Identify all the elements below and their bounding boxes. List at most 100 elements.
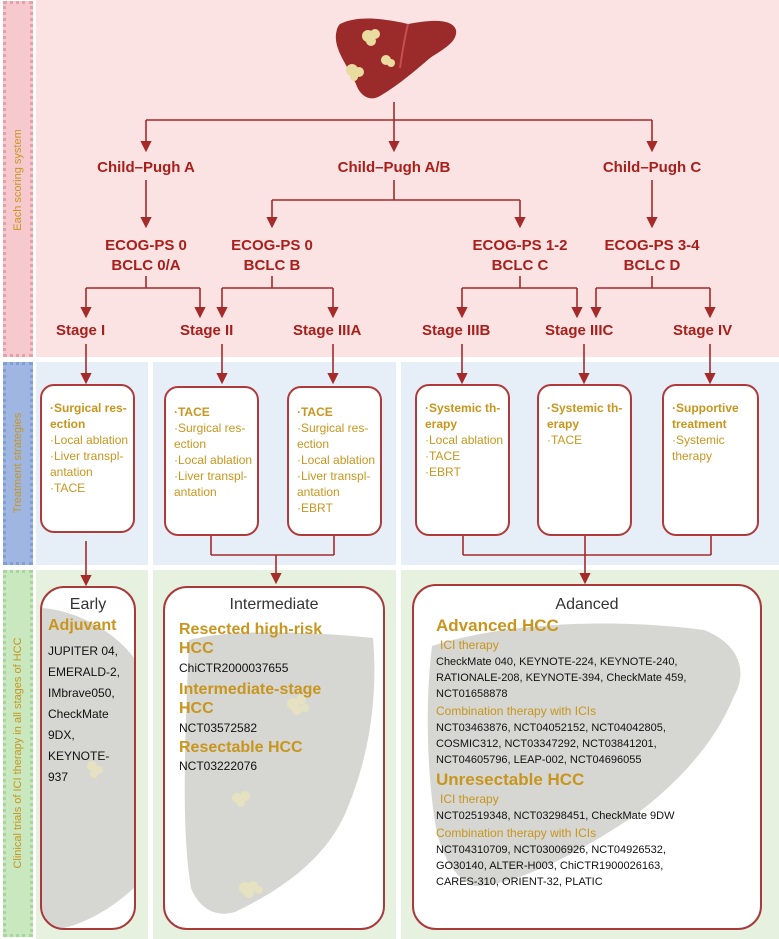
treatment-2-line-3: ection [174,437,207,451]
early-liver-shape [42,608,134,928]
advanced-line-4-3: CARES-310, ORIENT-32, PLATIC [436,876,603,888]
child-pugh-ab: Child–Pugh A/B [337,159,451,176]
intermediate-heading-2b: HCC [179,700,214,717]
treatment-3-line-4: ·Local ablation [297,453,376,467]
treatment-1-line-6: ·TACE [50,481,86,495]
advanced-sub-2: Combination therapy with ICIs [436,704,597,718]
intermediate-trial-2: NCT03572582 [179,721,258,735]
treatment-2-line-5: ·Liver transpl- [174,469,248,483]
treatment-box-stage-iiia: ·TACE ·Surgical res- ection ·Local ablat… [287,386,382,536]
advanced-sub-1: ICI therapy [440,638,499,652]
advanced-line-4-2: GO30140, ALTER-H003, ChiCTR1900026163, [436,860,664,872]
stage-iiib: Stage IIIB [422,322,491,339]
treatment-4-line-2: erapy [425,417,458,431]
stage-iv: Stage IV [673,322,733,339]
scoring-side-box [3,1,33,357]
treatment-3-line-7: ·EBRT [297,501,333,515]
advanced-liver-shape [427,623,741,886]
early-trial-5: 9DX, [48,728,75,742]
child-pugh-c: Child–Pugh C [602,159,702,176]
stage-i: Stage I [56,322,106,339]
advanced-trials-box: Adanced Advanced HCC ICI therapy CheckMa… [412,584,762,930]
intermediate-heading-1a: Resected high-risk [179,621,323,638]
early-trial-6: KEYNOTE- [48,749,110,763]
early-heading: Adjuvant [48,617,117,634]
intermediate-trial-3: NCT03222076 [179,759,258,773]
ecog-bclc-a-line1: ECOG-PS 0 [105,237,187,254]
treatment-5-line-2: erapy [547,417,580,431]
treatment-6-line-3: ·Systemic [672,433,725,447]
treatment-3-line-2: ·Surgical res- [297,421,369,435]
treatment-6-line-4: therapy [672,449,713,463]
advanced-line-2-3: NCT04605796, LEAP-002, NCT04696055 [436,754,642,766]
early-trial-4: CheckMate [48,707,109,721]
treatment-box-stage-iiic: ·Systemic th- erapy ·TACE [537,384,632,536]
early-trial-2: EMERALD-2, [48,665,121,679]
ecog-bclc-c-line1: ECOG-PS 1-2 [472,237,568,254]
ecog-bclc-a-line2: BCLC 0/A [111,257,181,274]
treatment-side-box [3,362,33,565]
treatment-2-line-4: ·Local ablation [174,453,253,467]
treatment-3-line-5: ·Liver transpl- [297,469,371,483]
stage-iiia: Stage IIIA [293,322,362,339]
intermediate-heading-2a: Intermediate-stage [179,681,322,698]
intermediate-heading-1b: HCC [179,640,214,657]
advanced-line-4-1: NCT04310709, NCT03006926, NCT04926532, [436,844,666,856]
advanced-line-2-1: NCT03463876, NCT04052152, NCT04042805, [436,722,666,734]
treatment-2-line-2: ·Surgical res- [174,421,246,435]
advanced-line-1-1: CheckMate 040, KEYNOTE-224, KEYNOTE-240, [436,656,678,668]
treatment-1-line-1: ·Surgical res- [50,401,127,415]
early-trial-1: JUPITER 04, [48,644,119,658]
treatment-1-line-2: ection [50,417,86,431]
ecog-bclc-b: ECOG-PS 0 BCLC B [212,236,332,276]
advanced-sub-4: Combination therapy with ICIs [436,826,597,840]
ecog-bclc-d: ECOG-PS 3-4 BCLC D [587,236,717,276]
treatment-1-line-4: ·Liver transpl- [50,449,124,463]
trials-side-box [3,570,33,937]
advanced-title: Adanced [555,596,619,613]
stage-iiic: Stage IIIC [545,322,614,339]
intermediate-title: Intermediate [229,596,319,613]
intermediate-trial-1: ChiCTR2000037655 [179,661,289,675]
treatment-4-line-3: ·Local ablation [425,433,504,447]
intermediate-liver-shape [184,632,375,914]
advanced-line-1-3: NCT01658878 [436,688,508,700]
child-pugh-a: Child–Pugh A [97,159,195,176]
ecog-bclc-a: ECOG-PS 0 BCLC 0/A [86,236,206,276]
early-trial-3: IMbrave050, [48,686,115,700]
advanced-line-2-2: COSMIC312, NCT03347292, NCT03841201, [436,738,657,750]
ecog-bclc-d-line1: ECOG-PS 3-4 [604,237,700,254]
treatment-6-line-1: ·Supportive [672,401,739,415]
treatment-box-stage-iiib: ·Systemic th- erapy ·Local ablation ·TAC… [415,384,510,536]
advanced-line-1-2: RATIONALE-208, KEYNOTE-394, CheckMate 45… [436,672,687,684]
treatment-5-line-1: ·Systemic th- [547,401,623,415]
stage-ii: Stage II [180,322,234,339]
early-title: Early [69,596,107,613]
treatment-6-line-2: treatment [672,417,727,431]
treatment-3-line-1: ·TACE [297,405,333,419]
treatment-3-line-3: ection [297,437,330,451]
intermediate-trials-box: Intermediate Resected high-risk HCC ChiC… [163,586,385,930]
intermediate-heading-3: Resectable HCC [179,739,303,756]
advanced-heading-1: Advanced HCC [436,616,559,635]
ecog-bclc-b-line1: ECOG-PS 0 [231,237,313,254]
liver-illustration [335,18,457,99]
treatment-4-line-5: ·EBRT [425,465,461,479]
treatment-5-line-3: ·TACE [547,433,583,447]
ecog-bclc-b-line2: BCLC B [243,257,301,274]
treatment-box-stage-iv: ·Supportive treatment ·Systemic therapy [662,384,759,536]
treatment-1-line-3: ·Local ablation [50,433,129,447]
advanced-line-3-1: NCT02519348, NCT03298451, CheckMate 9DW [436,810,675,822]
early-trial-7: 937 [48,770,69,784]
ecog-bclc-c-line2: BCLC C [491,257,549,274]
advanced-heading-2: Unresectable HCC [436,770,585,789]
treatment-2-line-6: antation [174,485,217,499]
treatment-4-line-4: ·TACE [425,449,461,463]
treatment-box-stage-i: ·Surgical res- ection ·Local ablation ·L… [40,384,135,533]
treatment-2-line-1: ·TACE [174,405,210,419]
ecog-bclc-d-line2: BCLC D [623,257,681,274]
treatment-1-line-5: antation [50,465,93,479]
advanced-sub-3: ICI therapy [440,792,499,806]
treatment-3-line-6: antation [297,485,340,499]
